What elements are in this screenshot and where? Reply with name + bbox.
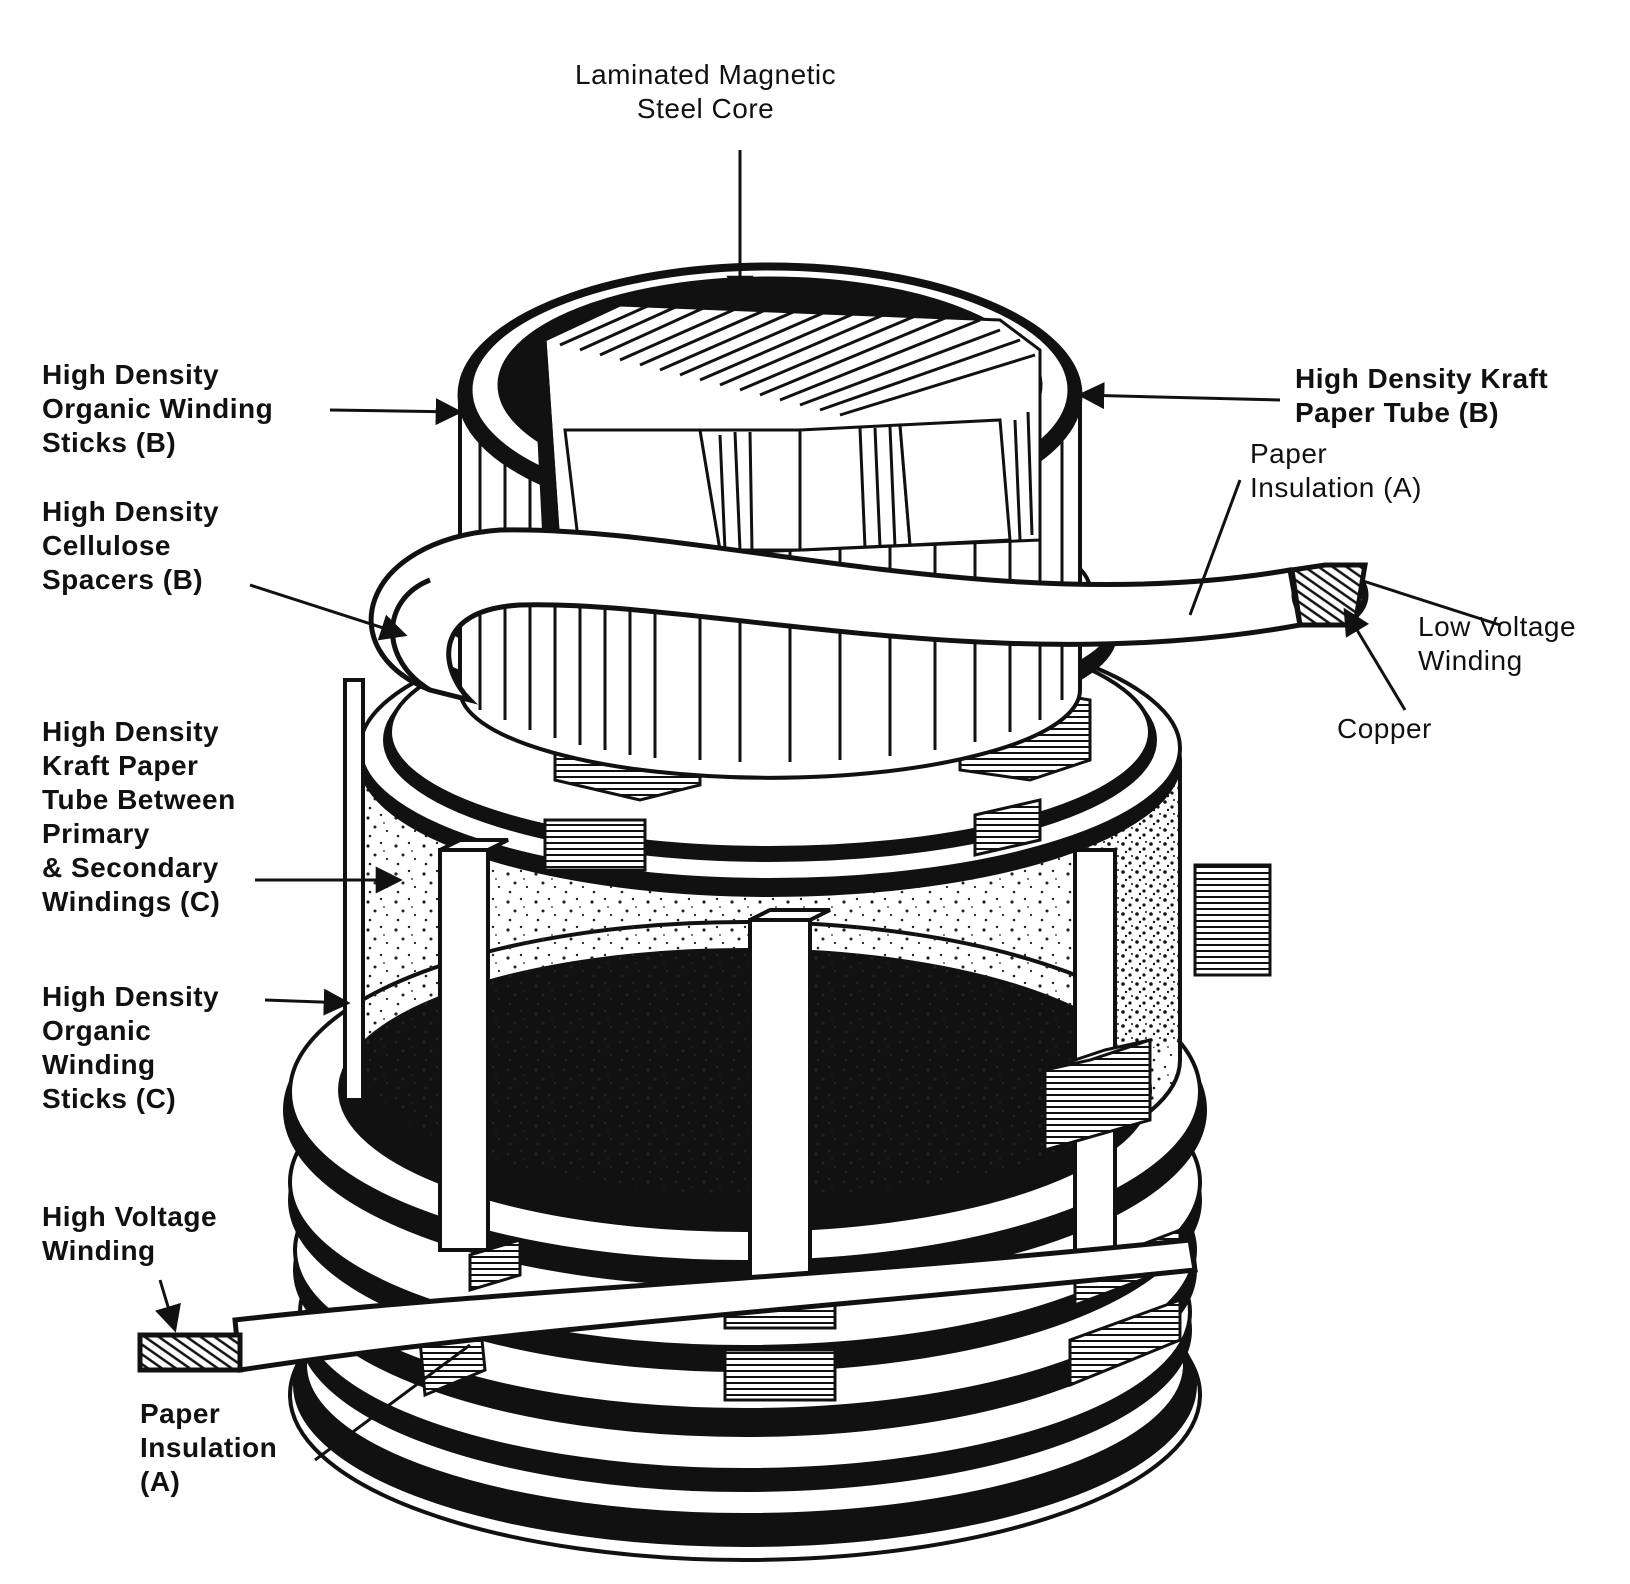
copper-leader [1343,607,1407,711]
label-winding-sticks-c: High Density Organic Winding Sticks (C) [42,981,220,1114]
paper-insulation-bottom-leader [314,1343,471,1462]
label-paper-insulation-top: Paper Insulation (A) [1250,438,1422,503]
low-voltage-leader [1359,578,1501,627]
kraft-tube-b-leader [1077,382,1281,410]
label-high-voltage-winding: High Voltage Winding [42,1201,218,1266]
label-copper: Copper [1337,713,1432,744]
sticks-b-leader [329,398,463,426]
mid-spacer-blocks [543,798,1272,1152]
high-voltage-conductor [137,1237,1198,1373]
core-laminations [559,303,1036,551]
paper-insulation-top-leader [1188,479,1242,616]
label-cellulose-spacers-b: High Density Cellulose Spacers (B) [42,496,220,595]
label-low-voltage-winding: Low Voltage Winding [1418,611,1577,676]
label-paper-insulation-bottom: Paper Insulation (A) [140,1398,278,1497]
leader-lines [155,150,1501,1462]
label-kraft-tube-c: High Density Kraft Paper Tube Between Pr… [42,716,236,917]
high-voltage-leader [155,1279,181,1333]
sticks-c-leader [264,988,351,1016]
label-kraft-tube-b: High Density Kraft Paper Tube (B) [1295,363,1549,428]
label-laminated-core: Laminated Magnetic Steel Core [575,59,837,124]
spacers-b-leader [249,583,408,641]
label-winding-sticks-b: High Density Organic Winding Sticks (B) [42,359,274,458]
